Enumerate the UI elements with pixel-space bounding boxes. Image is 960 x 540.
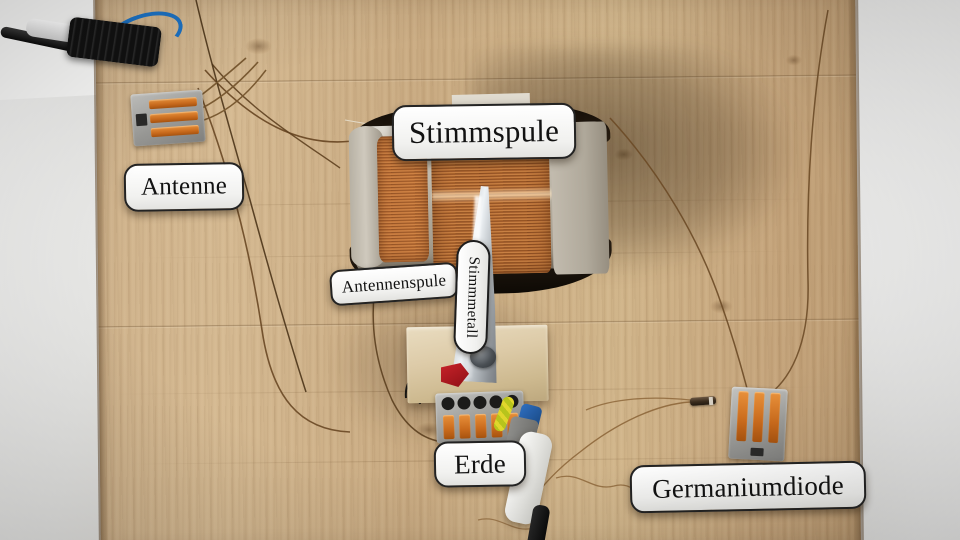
connector-window xyxy=(135,113,148,127)
copper-highlight xyxy=(431,186,553,204)
wood-knot xyxy=(245,38,272,55)
label-stimmspule: Stimmspule xyxy=(391,102,577,162)
lever-connector-diode[interactable] xyxy=(728,386,788,462)
label-stimmmetall-text: Stimmmetall xyxy=(463,255,482,339)
label-erde: Erde xyxy=(433,440,527,488)
connector-lever[interactable] xyxy=(442,414,455,440)
diode-cathode-band xyxy=(708,396,714,406)
label-antenne: Antenne xyxy=(123,161,245,213)
label-germaniumdiode: Germaniumdiode xyxy=(629,460,867,514)
connector-lever[interactable] xyxy=(458,414,471,439)
lever-connector-antenna[interactable] xyxy=(130,89,206,147)
label-stimmmetall: Stimmmetall xyxy=(453,239,491,355)
wood-knot xyxy=(710,299,733,314)
connector-window xyxy=(750,447,764,457)
connector-lever[interactable] xyxy=(474,413,487,439)
